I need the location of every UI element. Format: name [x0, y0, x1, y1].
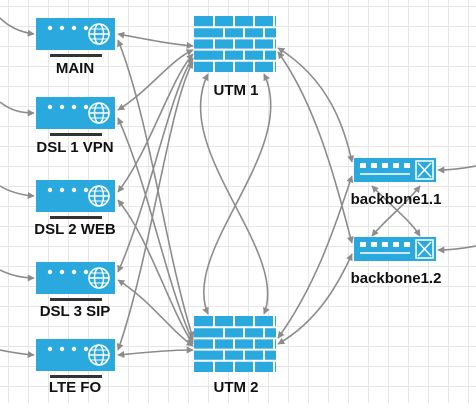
edge-dsl1-to-utm2[interactable]: [117, 117, 194, 343]
edge-external-to-bb2[interactable]: [437, 245, 476, 254]
node-label-utm1: UTM 1: [214, 82, 259, 99]
node-label-dsl1: DSL 1 VPN: [36, 139, 113, 156]
edge-external-to-lte[interactable]: [0, 349, 35, 359]
edge-external-to-bb1[interactable]: [437, 165, 476, 174]
node-label-dsl3: DSL 3 SIP: [40, 303, 111, 320]
edge-external-to-dsl3[interactable]: [0, 269, 35, 282]
node-label-main: MAIN: [56, 60, 94, 77]
node-label-bb2: backbone1.2: [351, 270, 442, 287]
edge-external-to-main[interactable]: [0, 17, 35, 37]
router-icon: [36, 97, 115, 136]
node-main[interactable]: MAIN: [36, 18, 115, 77]
edge-main-to-utm1[interactable]: [117, 31, 194, 49]
firewall-icon: [194, 316, 276, 372]
edge-utm1-to-utm2-b[interactable]: [202, 73, 272, 315]
node-dsl1[interactable]: DSL 1 VPN: [36, 97, 115, 156]
node-bb1[interactable]: backbone1.1: [351, 158, 442, 208]
edge-dsl2-to-utm2[interactable]: [117, 199, 194, 345]
edges-layer: [0, 17, 476, 359]
edge-utm2-to-bb2[interactable]: [277, 253, 353, 345]
node-label-utm2: UTM 2: [214, 379, 259, 396]
edge-lte-to-utm2[interactable]: [117, 346, 194, 358]
firewall-icon: [194, 16, 276, 72]
edge-external-to-dsl2[interactable]: [0, 185, 35, 200]
router-icon: [36, 339, 115, 378]
node-dsl3[interactable]: DSL 3 SIP: [36, 262, 115, 320]
edge-utm1-to-bb1[interactable]: [277, 47, 355, 163]
edge-bb1-to-bb2-b[interactable]: [371, 185, 421, 237]
edge-main-to-utm2[interactable]: [117, 39, 195, 339]
switch-icon: [354, 158, 436, 182]
node-label-bb1: backbone1.1: [351, 191, 442, 208]
node-utm1[interactable]: UTM 1: [194, 16, 276, 99]
node-dsl2[interactable]: DSL 2 WEB: [34, 180, 116, 238]
node-bb2[interactable]: backbone1.2: [351, 237, 442, 287]
router-icon: [36, 18, 115, 57]
edge-external-to-dsl1[interactable]: [0, 101, 35, 117]
switch-icon: [354, 237, 436, 261]
node-lte[interactable]: LTE FO: [36, 339, 115, 396]
node-label-dsl2: DSL 2 WEB: [34, 221, 116, 238]
edge-utm1-to-utm2[interactable]: [199, 73, 270, 315]
router-icon: [36, 262, 115, 301]
router-icon: [36, 180, 115, 219]
node-utm2[interactable]: UTM 2: [194, 316, 276, 396]
node-label-lte: LTE FO: [49, 379, 102, 396]
edge-lte-to-utm1[interactable]: [116, 61, 194, 351]
